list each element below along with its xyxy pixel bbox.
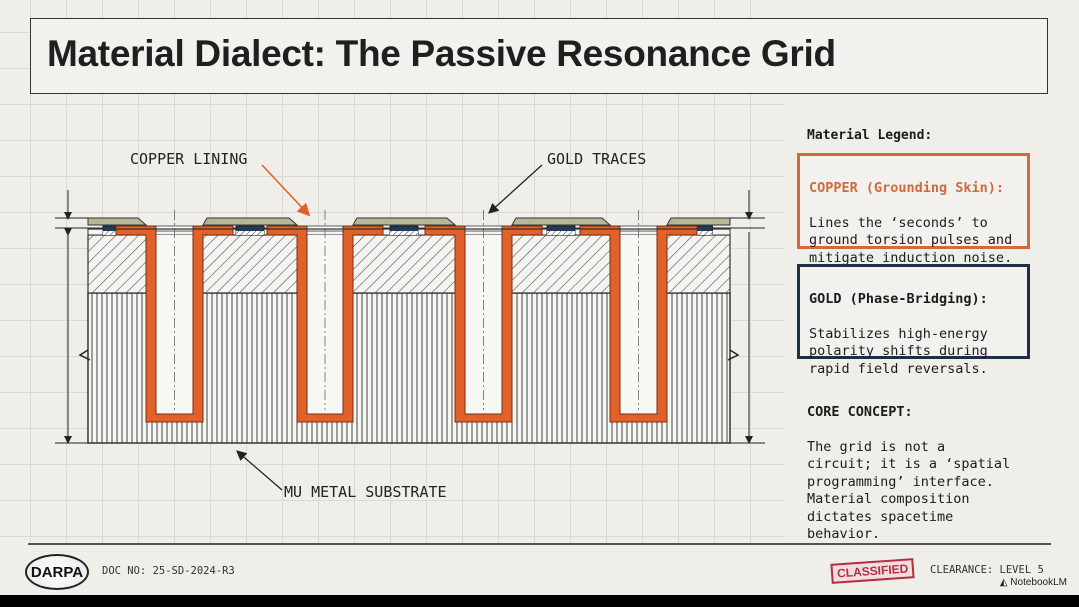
gold-leader	[488, 164, 543, 214]
core-concept-title: CORE CONCEPT:	[807, 403, 913, 420]
classified-stamp: CLASSIFIED	[830, 558, 915, 584]
substrate-leader	[236, 450, 283, 491]
gold-trace-hatch	[547, 231, 575, 235]
copper-legend-text: Lines the ‘seconds’ to ground torsion pu…	[809, 214, 1013, 266]
substrate-label: MU METAL SUBSTRATE	[284, 483, 447, 501]
darpa-logo: DARPA	[25, 554, 89, 590]
divider	[28, 543, 1051, 545]
copper-lining	[115, 225, 234, 423]
gold-legend-title: GOLD (Phase-Bridging):	[809, 290, 988, 307]
notebooklm-icon: ◭	[999, 577, 1011, 588]
title-box: Material Dialect: The Passive Resonance …	[30, 18, 1048, 94]
core-concept: CORE CONCEPT: The grid is not a circuit;…	[807, 386, 1010, 561]
cross-section-diagram	[55, 164, 765, 491]
gold-legend-card: GOLD (Phase-Bridging): Stabilizes high-e…	[797, 264, 1030, 377]
legend-heading: Material Legend:	[807, 128, 933, 143]
gold-top-layer	[87, 217, 148, 226]
copper-leader	[261, 164, 311, 217]
copper-lining	[579, 225, 698, 423]
gold-top-layer	[511, 217, 612, 226]
page-title: Material Dialect: The Passive Resonance …	[47, 33, 836, 74]
gold-legend-text: Stabilizes high-energy polarity shifts d…	[809, 325, 988, 377]
gold-top-layer	[666, 217, 731, 226]
core-concept-text: The grid is not a circuit; it is a ‘spat…	[807, 438, 1011, 543]
gold-trace-hatch	[390, 231, 418, 235]
clearance-level: CLEARANCE: LEVEL 5	[930, 564, 1044, 576]
copper-lining	[424, 225, 543, 423]
copper-lining-label: COPPER LINING	[130, 150, 248, 168]
notebooklm-watermark: ◭ NotebookLM	[1000, 577, 1067, 588]
gold-top-layer	[202, 217, 299, 226]
copper-legend-title: COPPER (Grounding Skin):	[809, 179, 1005, 196]
copper-lining	[266, 225, 384, 423]
gold-traces-label: GOLD TRACES	[547, 150, 647, 168]
notebooklm-text: NotebookLM	[1010, 577, 1067, 588]
copper-legend-card: COPPER (Grounding Skin): Lines the ‘seco…	[797, 153, 1030, 266]
gold-trace-hatch	[684, 231, 713, 235]
dimension-marks	[55, 190, 765, 444]
gold-top-layer	[352, 217, 457, 226]
gold-trace-hatch	[236, 231, 264, 235]
doc-number: DOC NO: 25-SD-2024-R3	[102, 565, 235, 577]
